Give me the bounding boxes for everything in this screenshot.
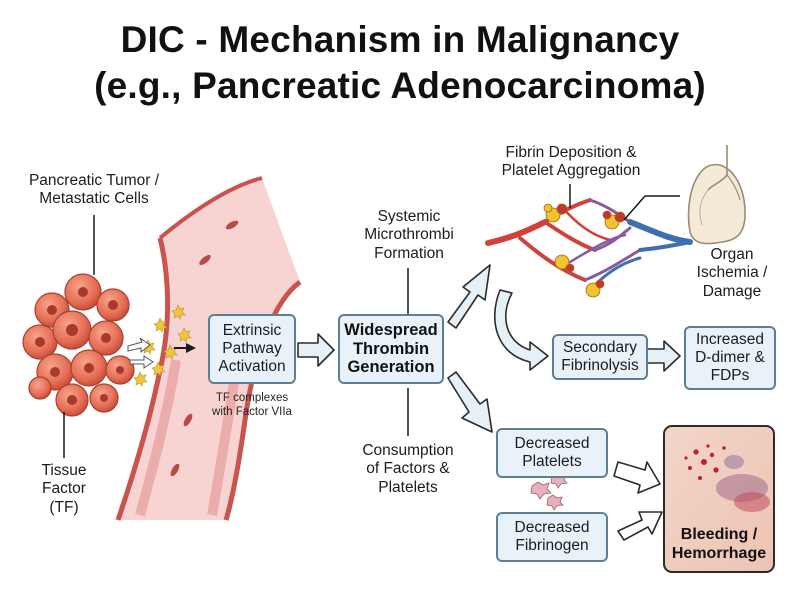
platelet-glyphs [530, 472, 568, 511]
tumor-cell-nuclei [35, 287, 124, 405]
diagram-title-line-1: DIC - Mechanism in Malignancy [120, 19, 680, 60]
arrow-thrombin-to-consumption [447, 371, 493, 433]
decreased-platelets-box: Decreased Platelets [496, 428, 608, 478]
ddimer-fdp-box: Increased D-dimer & FDPs [684, 326, 776, 390]
arrow-fibrinolysis-to-ddimer [645, 340, 681, 372]
lung-illustration [687, 145, 746, 245]
microthrombi-clots [543, 203, 626, 298]
organ-ischemia-label: Organ Ischemia / Damage [696, 246, 768, 300]
organ-leader-line [623, 195, 680, 221]
bleeding-hemorrhage-label: Bleeding / Hemorrhage [671, 526, 767, 562]
decreased-fibrinogen-box: Decreased Fibrinogen [496, 512, 608, 562]
microvascular-network [485, 198, 693, 287]
arrow-to-fibrinolysis [493, 289, 549, 371]
arrow-extrinsic-to-thrombin [297, 333, 335, 367]
consumption-label: Consumption of Factors & Platelets [362, 442, 454, 496]
diagram-title-line-2: (e.g., Pancreatic Adenocarcinoma) [94, 65, 706, 106]
tissue-factor-particles [133, 304, 192, 387]
bleeding-panel [663, 425, 775, 573]
arrow-platelets-to-bleeding [613, 461, 661, 494]
arrow-thrombin-to-microthrombi [447, 264, 491, 329]
tf-release-arrows [127, 337, 154, 369]
microthrombi-label: Systemic Microthrombi Formation [364, 208, 454, 262]
fibrin-deposition-label: Fibrin Deposition & Platelet Aggregation [501, 144, 641, 180]
tf-complex-label: TF complexes with Factor VIIa [212, 392, 292, 418]
arrow-fibrinogen-to-bleeding [617, 511, 663, 541]
thrombin-generation-box: Widespread Thrombin Generation [338, 314, 444, 384]
tissue-factor-label: Tissue Factor (TF) [41, 462, 87, 516]
secondary-fibrinolysis-box: Secondary Fibrinolysis [552, 334, 648, 380]
tumor-label: Pancreatic Tumor / Metastatic Cells [28, 172, 160, 208]
extrinsic-pathway-box: Extrinsic Pathway Activation [208, 314, 296, 384]
